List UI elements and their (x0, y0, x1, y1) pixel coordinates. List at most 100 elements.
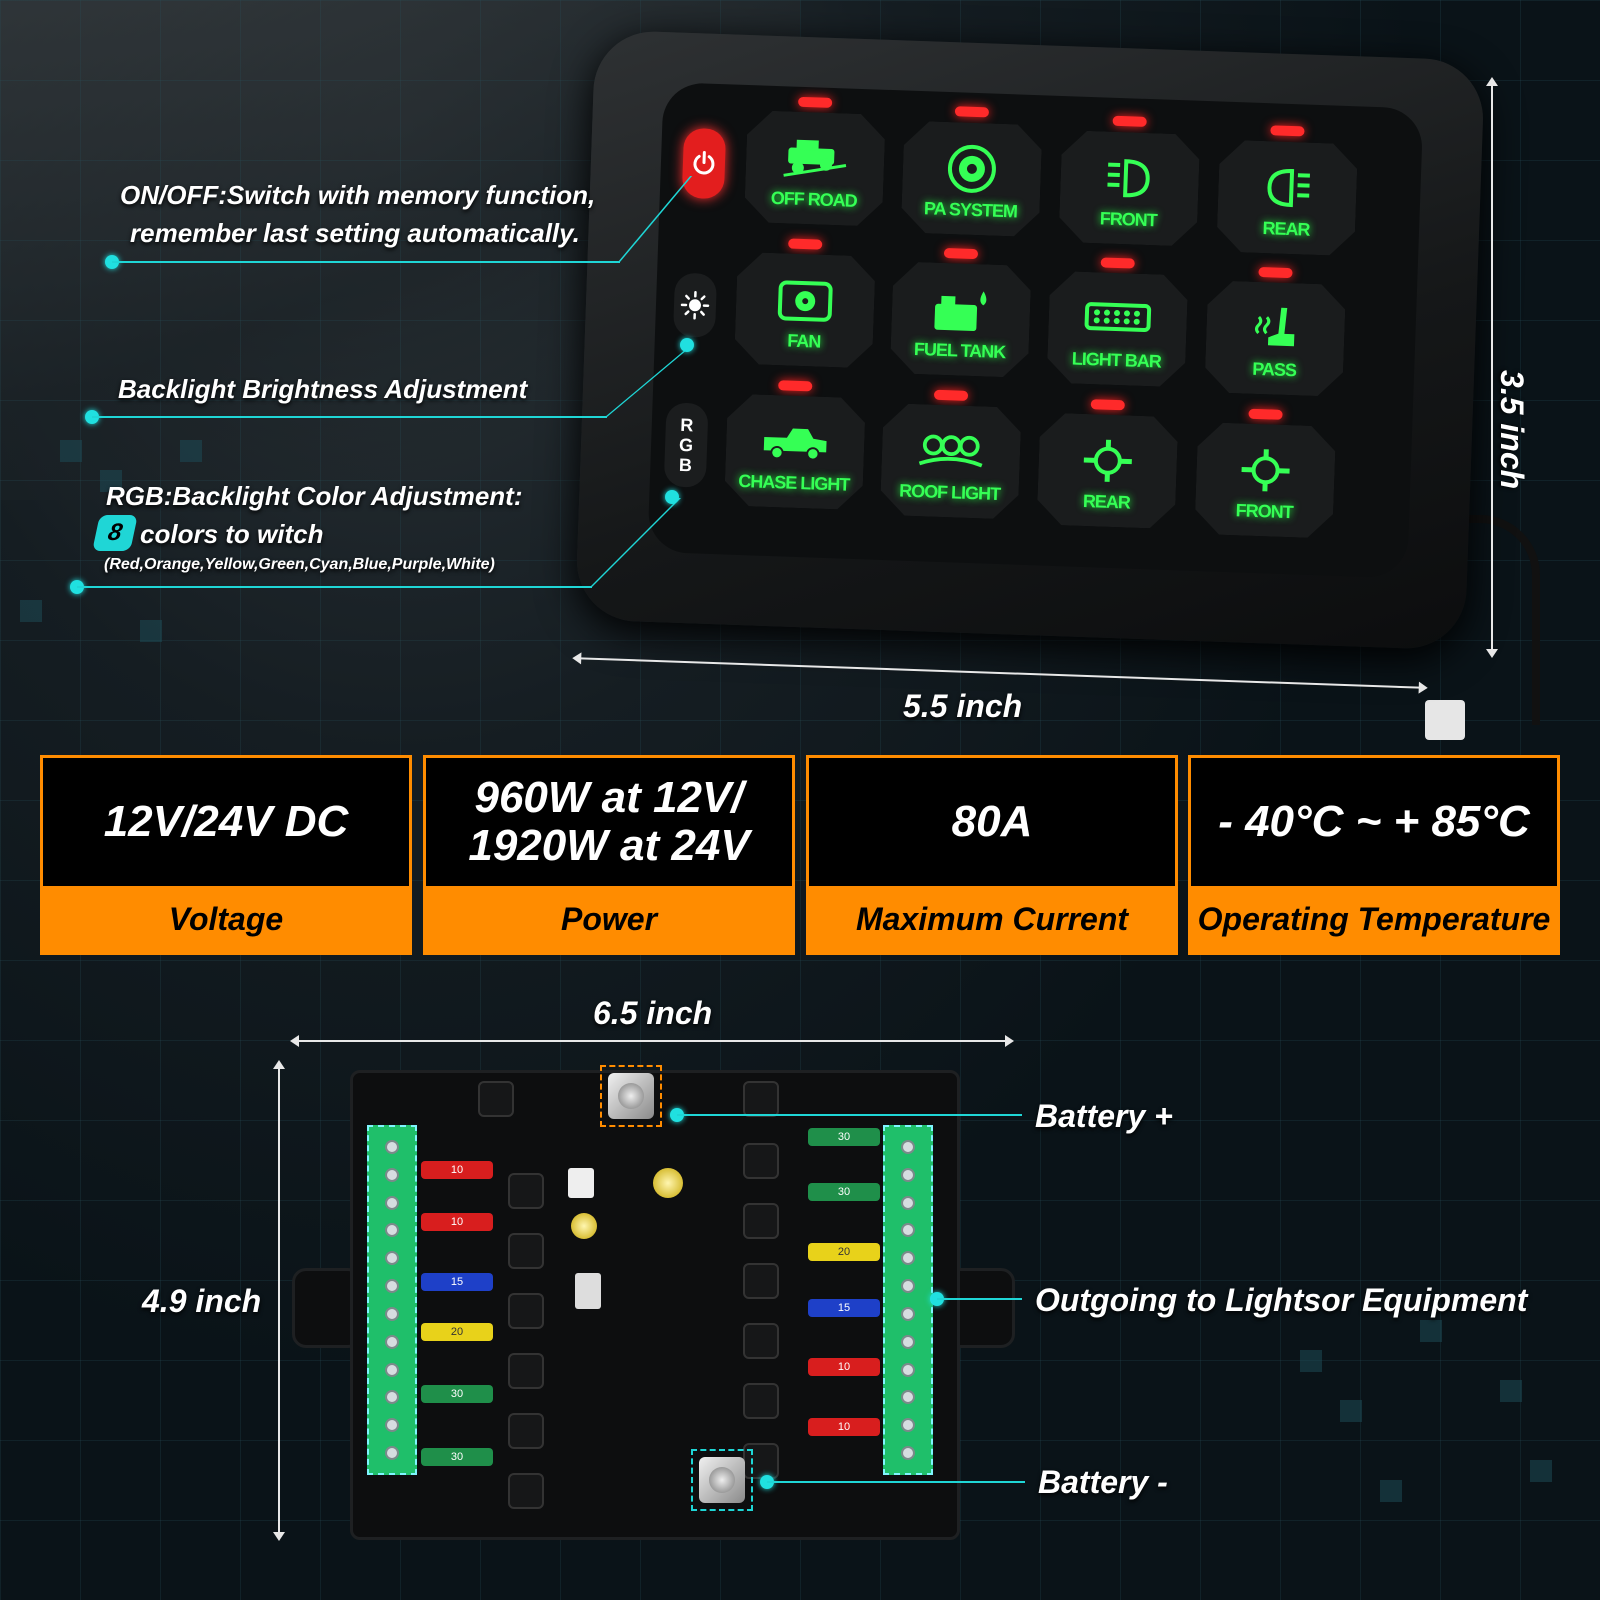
light-bar-icon (1082, 293, 1154, 345)
onoff-callout-line2: remember last setting automatically. (130, 218, 580, 248)
switch-pa-system[interactable]: PA SYSTEM (901, 120, 1043, 237)
box-height-label: 4.9 inch (142, 1283, 262, 1319)
jeep-offroad-icon (779, 132, 851, 184)
panel-height-label: 3.5 inch (1494, 370, 1530, 490)
capacitor (653, 1168, 683, 1198)
switch-rear[interactable]: REAR (1216, 140, 1358, 257)
switch-fan[interactable]: FAN (734, 252, 876, 369)
switch-front[interactable]: FRONT (1058, 130, 1200, 247)
relay (478, 1081, 514, 1117)
status-led (1090, 399, 1125, 411)
fuse: 30 (421, 1448, 493, 1466)
status-led (1112, 115, 1147, 127)
status-led (933, 389, 969, 401)
cable-connector (1425, 700, 1465, 740)
callout-line (77, 586, 592, 588)
capacitor (575, 1273, 601, 1309)
fuse: 10 (421, 1161, 493, 1179)
relay (743, 1203, 779, 1239)
fuse-relay-box: 10 10 15 20 30 30 30 30 20 15 10 10 (350, 1065, 960, 1540)
spec-value-line2: 1920W at 24V (468, 821, 750, 870)
switch-front-locker[interactable]: FRONT (1194, 422, 1336, 539)
fuse: 30 (808, 1128, 880, 1146)
spec-value: - 40°C ~ + 85°C (1191, 758, 1557, 886)
background-pixel (1500, 1380, 1522, 1402)
spec-power: 960W at 12V/ 1920W at 24V Power (423, 755, 795, 955)
relay (508, 1413, 544, 1449)
background-pixel (1420, 1320, 1442, 1342)
status-led (954, 106, 990, 118)
rgb-callout-line1: RGB:Backlight Color Adjustment: (106, 481, 523, 511)
panel-cable (1460, 515, 1540, 725)
fuse: 10 (808, 1418, 880, 1436)
switch-label: PA SYSTEM (923, 198, 1018, 222)
rgb-letter-b: B (678, 454, 693, 476)
callout-line (112, 261, 620, 263)
rgb-letter-g: G (678, 434, 694, 456)
terminal-strip-left (367, 1125, 417, 1475)
switch-rear-locker[interactable]: REAR (1037, 412, 1179, 529)
rear-light-icon (1252, 162, 1324, 214)
rgb-callout-line2: colors to witch (140, 519, 324, 549)
background-pixel (60, 440, 82, 462)
switch-label: FRONT (1099, 208, 1158, 231)
relay (508, 1353, 544, 1389)
status-led (1248, 408, 1283, 420)
spec-value: 960W at 12V/ 1920W at 24V (426, 758, 792, 886)
panel-height-dimension-line (1486, 77, 1498, 658)
fuse: 30 (421, 1385, 493, 1403)
callout-dot (665, 490, 679, 504)
relay (743, 1143, 779, 1179)
switch-label: FAN (786, 330, 821, 352)
background-pixel (100, 470, 122, 492)
fuse: 15 (808, 1299, 880, 1317)
power-button[interactable] (681, 127, 727, 200)
relay (743, 1383, 779, 1419)
switch-off-road[interactable]: OFF ROAD (744, 110, 886, 227)
switch-fuel-tank[interactable]: FUEL TANK (890, 261, 1032, 378)
battery-positive-terminal (600, 1065, 662, 1127)
switch-pass[interactable]: PASS (1204, 280, 1346, 397)
box-height-dimension-line (273, 1060, 285, 1541)
background-pixel (20, 600, 42, 622)
relay (508, 1173, 544, 1209)
onoff-callout-line1: ON/OFF:Switch with memory function, (120, 180, 596, 210)
switch-roof-light[interactable]: ROOF LIGHT (880, 403, 1022, 520)
relay (508, 1233, 544, 1269)
spec-label: Power (560, 900, 658, 937)
callout-line (677, 1114, 1022, 1116)
front-locker-icon (1230, 444, 1302, 496)
power-icon (693, 151, 715, 175)
panel-width-label: 5.5 inch (903, 688, 1023, 724)
brightness-button[interactable] (672, 272, 718, 339)
rgb-button[interactable]: R G B (663, 402, 709, 488)
capacitor (568, 1168, 594, 1198)
front-light-icon (1094, 152, 1166, 204)
status-led (1100, 257, 1135, 269)
switch-label: REAR (1262, 218, 1310, 240)
fuse: 15 (421, 1273, 493, 1291)
brightness-callout: Backlight Brightness Adjustment (118, 374, 528, 404)
roof-light-icon (915, 425, 987, 477)
fuel-tank-icon (925, 283, 997, 335)
switch-chase-light[interactable]: CHASE LIGHT (724, 393, 866, 510)
relay (743, 1081, 779, 1117)
switch-light-bar[interactable]: LIGHT BAR (1047, 271, 1189, 388)
status-led (788, 238, 823, 250)
background-pixel (140, 620, 162, 642)
fuse: 10 (421, 1213, 493, 1231)
rgb-letter-r: R (679, 414, 694, 436)
capacitor (571, 1213, 597, 1239)
outgoing-label: Outgoing to Lightsor Equipment (1035, 1282, 1528, 1318)
relay (743, 1263, 779, 1299)
spec-label: Operating Temperature (1197, 900, 1551, 937)
spec-value: 80A (809, 758, 1175, 886)
callout-line (767, 1481, 1025, 1483)
seat-heater-icon (1240, 302, 1312, 354)
sun-icon (680, 291, 710, 320)
spec-label: Voltage (168, 900, 284, 937)
switch-label: ROOF LIGHT (898, 480, 1001, 505)
status-led (797, 96, 833, 108)
relay (743, 1323, 779, 1359)
fuse: 10 (808, 1358, 880, 1376)
